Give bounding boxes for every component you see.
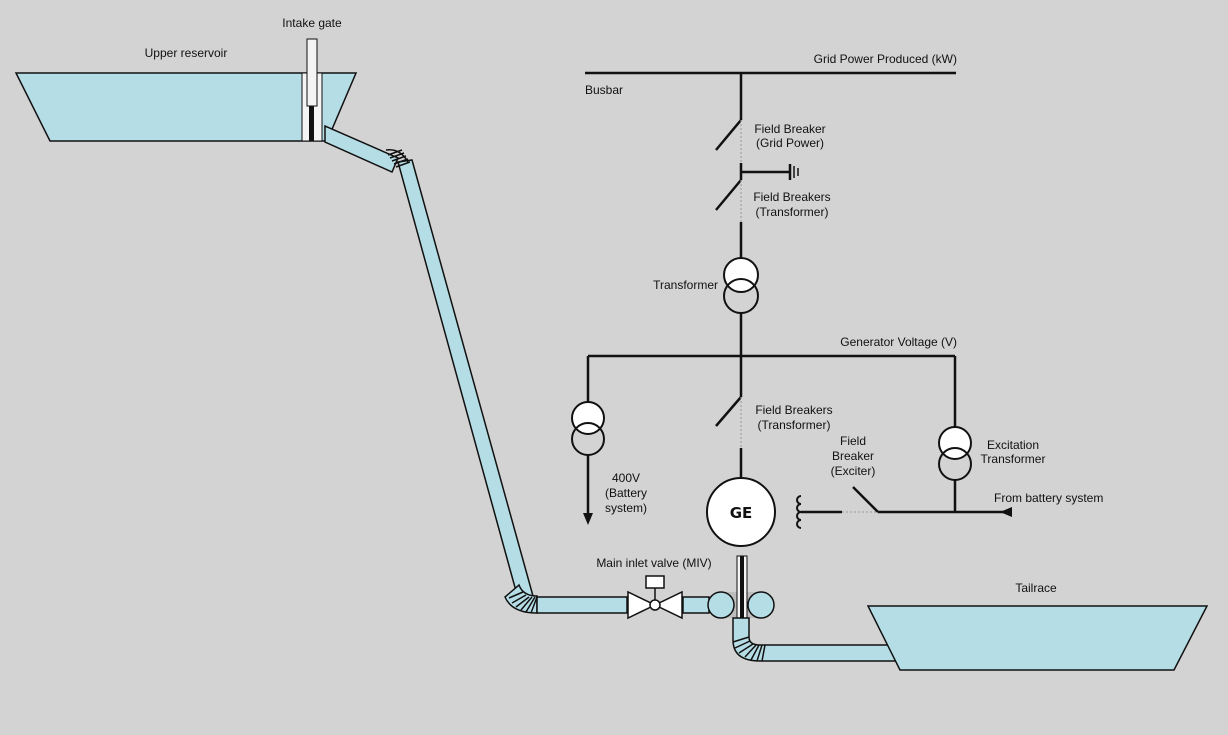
penstock-bottom-bend-hatch <box>508 591 538 614</box>
excitation-transformer-label-1: Excitation <box>987 438 1039 452</box>
turbine <box>707 555 775 619</box>
main-inlet-valve <box>627 575 683 620</box>
horizontal-pipe-after-miv <box>682 596 710 614</box>
generator <box>706 477 776 547</box>
main-transformer <box>723 257 759 314</box>
busbar-label: Busbar <box>585 83 623 97</box>
aux-transformer <box>571 401 605 456</box>
horizontal-pipe-to-miv <box>536 596 628 614</box>
battery-400v-label-2: (Battery <box>605 486 647 500</box>
field-breakers-tx1-label-1: Field Breakers <box>753 190 830 204</box>
field-breaker-exciter <box>852 486 879 513</box>
field-breaker-exciter-label-2: Breaker <box>832 449 874 463</box>
tailrace-label: Tailrace <box>1015 581 1057 595</box>
field-breaker-grid <box>715 119 742 151</box>
draft-tube-hatch <box>732 636 766 662</box>
transformer-label: Transformer <box>653 278 718 292</box>
field-breaker-grid-label-1: Field Breaker <box>754 122 825 136</box>
field-breakers-tx2-label-2: (Transformer) <box>758 418 831 432</box>
battery-arrow-icon <box>583 513 593 525</box>
upper-reservoir-label: Upper reservoir <box>145 46 228 60</box>
field-breakers-tx2-label-1: Field Breakers <box>755 403 832 417</box>
exciter-winding-icon <box>796 495 842 529</box>
excitation-transformer-label-2: Transformer <box>981 452 1046 466</box>
draft-tube <box>732 617 901 662</box>
penstock-main-segment <box>397 159 534 604</box>
from-battery-label: From battery system <box>994 491 1103 505</box>
grid-power-label: Grid Power Produced (kW) <box>814 52 957 66</box>
penstock-top-bend <box>385 149 411 168</box>
ground-icon <box>741 164 799 180</box>
battery-400v-label-1: 400V <box>612 471 640 485</box>
intake-gate-label: Intake gate <box>282 16 342 30</box>
penstock-upper-segment <box>324 124 399 173</box>
field-breaker-transformer-lower <box>715 396 742 427</box>
generator-label: GE <box>730 504 753 522</box>
excitation-transformer <box>938 426 972 481</box>
battery-400v-label-3: system) <box>605 501 647 515</box>
field-breakers-tx1-label-2: (Transformer) <box>756 205 829 219</box>
intake-gate-stem <box>306 38 318 107</box>
generator-voltage-label: Generator Voltage (V) <box>840 335 957 349</box>
intake-gate-blade <box>309 106 314 141</box>
miv-label: Main inlet valve (MIV) <box>596 556 711 570</box>
field-breaker-exciter-label-1: Field <box>840 434 866 448</box>
field-breaker-exciter-label-3: (Exciter) <box>831 464 876 478</box>
field-breaker-transformer-upper <box>715 179 742 211</box>
field-breaker-grid-label-2: (Grid Power) <box>756 136 824 150</box>
from-battery-arrow-icon <box>1000 507 1012 517</box>
tailrace <box>866 605 1209 671</box>
